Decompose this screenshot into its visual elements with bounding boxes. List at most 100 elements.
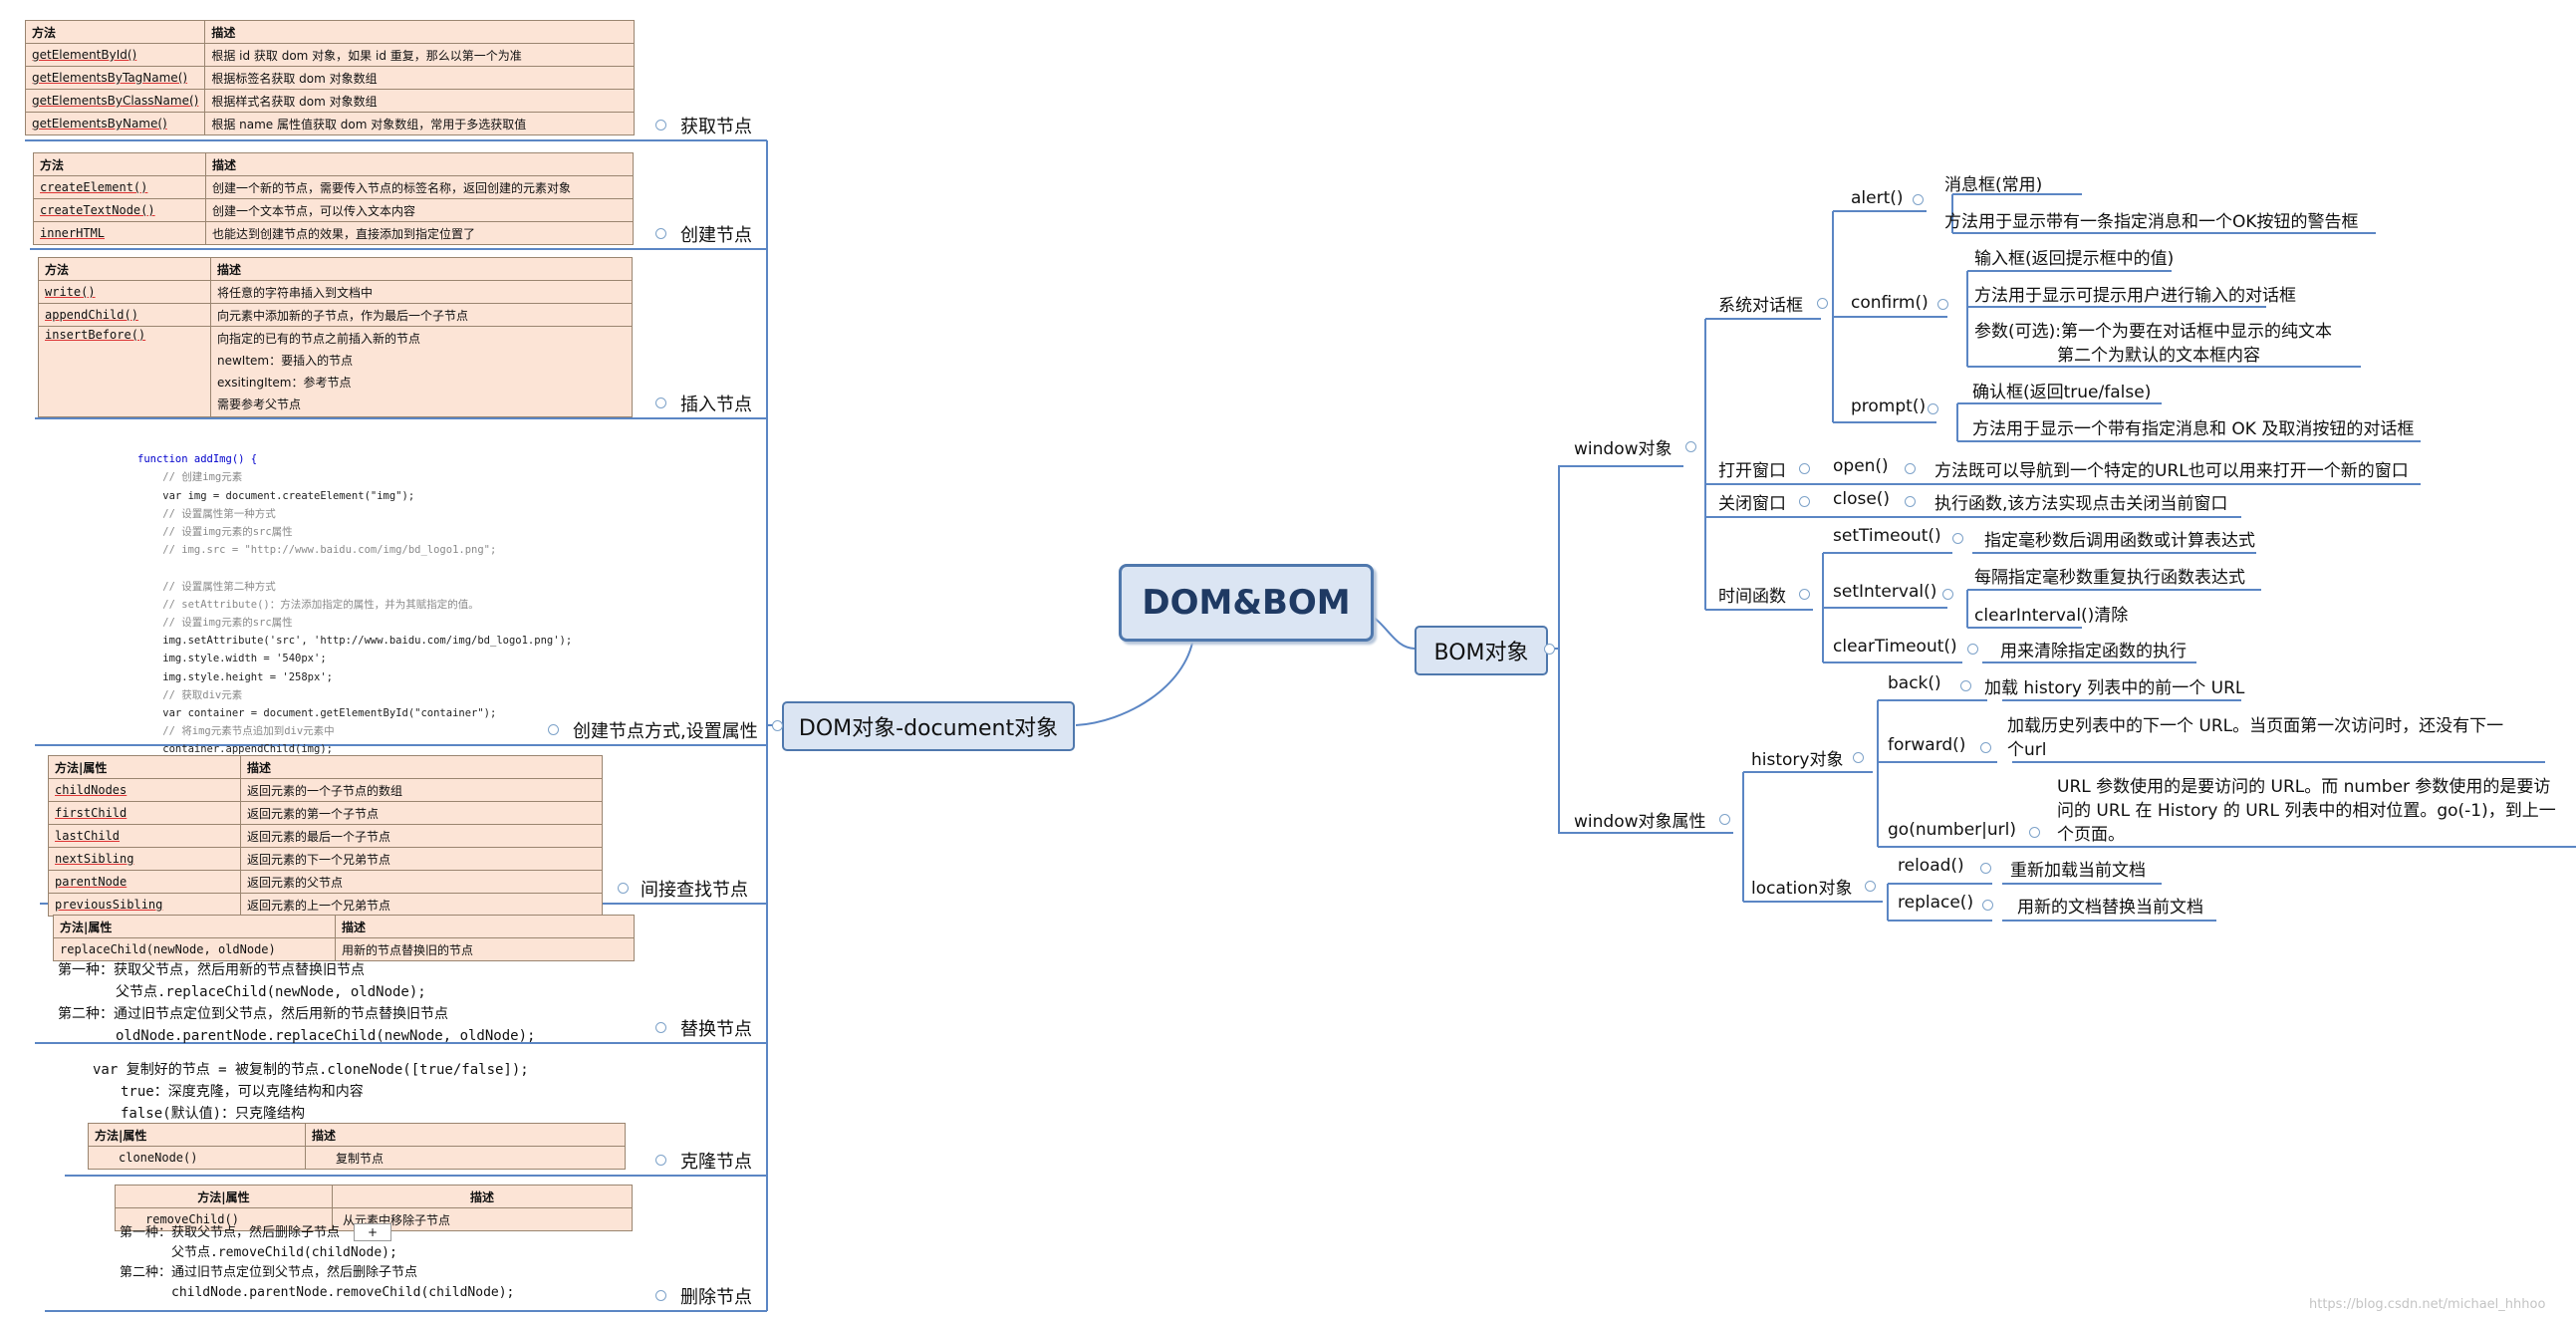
section-insert-nodes[interactable]: 插入节点 — [680, 395, 752, 415]
open-window-node[interactable]: 打开窗口 — [1718, 461, 1786, 481]
section-create-nodes[interactable]: 创建节点 — [680, 225, 752, 246]
collapse-toggle[interactable] — [1982, 900, 1993, 911]
collapse-toggle[interactable] — [655, 1022, 666, 1033]
collapse-toggle[interactable] — [1960, 680, 1971, 691]
collapse-toggle[interactable] — [2029, 827, 2040, 838]
add-button[interactable]: + — [354, 1223, 391, 1241]
close-window-node[interactable]: 关闭窗口 — [1718, 494, 1786, 514]
method-cell: getElementsByClassName() — [24, 89, 206, 113]
cleartimeout-node[interactable]: clearTimeout() — [1833, 637, 1957, 657]
section-create-set-attr[interactable]: 创建节点方式,设置属性 — [573, 721, 758, 742]
table-header: 方法|属性 — [48, 755, 241, 779]
window-object-node[interactable]: window对象 — [1574, 439, 1673, 459]
prompt-node[interactable]: prompt() — [1851, 396, 1927, 416]
note-line: 第二种：通过旧节点定位到父节点，然后删除子节点 — [120, 1265, 418, 1280]
collapse-toggle[interactable] — [1942, 589, 1953, 600]
cleartimeout-detail: 用来清除指定函数的执行 — [2000, 642, 2187, 661]
code-line: img.style.width = '540px'; — [137, 653, 327, 665]
method-cell: insertBefore() — [38, 326, 211, 417]
confirm-node[interactable]: confirm() — [1851, 293, 1929, 313]
bom-branch-node[interactable]: BOM对象 — [1415, 626, 1548, 675]
close-node[interactable]: close() — [1833, 489, 1891, 509]
close-detail: 执行函数,该方法实现点击关闭当前窗口 — [1934, 494, 2228, 514]
table-header: 描述 — [210, 257, 633, 281]
replace-node[interactable]: replace() — [1898, 893, 1974, 913]
collapse-toggle[interactable] — [1952, 533, 1963, 544]
code-line: // img.src = "http://www.baidu.com/img/b… — [137, 544, 497, 557]
section-replace-nodes[interactable]: 替换节点 — [680, 1019, 752, 1040]
collapse-toggle[interactable] — [1853, 752, 1864, 763]
collapse-toggle[interactable] — [772, 720, 783, 731]
collapse-toggle[interactable] — [1544, 644, 1555, 655]
collapse-toggle[interactable] — [655, 1155, 666, 1166]
collapse-toggle[interactable] — [1980, 863, 1991, 874]
back-node[interactable]: back() — [1888, 673, 1941, 693]
clone-notes: var 复制好的节点 = 被复制的节点.cloneNode([true/fals… — [93, 1059, 529, 1125]
collapse-toggle[interactable] — [655, 228, 666, 239]
collapse-toggle[interactable] — [1799, 589, 1810, 600]
collapse-toggle[interactable] — [1980, 742, 1991, 753]
location-node[interactable]: location对象 — [1751, 879, 1853, 899]
window-props-node[interactable]: window对象属性 — [1574, 812, 1706, 832]
prompt-detail: 方法用于显示一个带有指定消息和 OK 及取消按钮的对话框 — [1972, 419, 2415, 439]
collapse-toggle[interactable] — [1905, 496, 1916, 507]
section-get-nodes[interactable]: 获取节点 — [680, 117, 752, 137]
description-line: exsitingItem：参考节点 — [217, 376, 352, 390]
collapse-toggle[interactable] — [1928, 403, 1938, 414]
collapse-toggle[interactable] — [548, 724, 559, 735]
collapse-toggle[interactable] — [1719, 814, 1730, 825]
dom-branch-node[interactable]: DOM对象-document对象 — [782, 701, 1075, 751]
collapse-toggle[interactable] — [655, 120, 666, 131]
time-function-node[interactable]: 时间函数 — [1718, 587, 1786, 607]
collapse-toggle[interactable] — [1865, 881, 1876, 892]
code-line: // 将img元素节点追加到div元素中 — [137, 725, 335, 738]
reload-node[interactable]: reload() — [1898, 856, 1964, 876]
method-cell: innerHTML — [33, 221, 206, 245]
open-detail: 方法既可以导航到一个特定的URL也可以用来打开一个新的窗口 — [1934, 461, 2409, 481]
alert-node[interactable]: alert() — [1851, 188, 1904, 208]
collapse-toggle[interactable] — [1905, 463, 1916, 474]
watermark: https://blog.csdn.net/michael_hhhoo — [2309, 1297, 2546, 1312]
collapse-toggle[interactable] — [1685, 441, 1696, 452]
collapse-toggle[interactable] — [1817, 298, 1828, 309]
collapse-toggle[interactable] — [1799, 496, 1810, 507]
table-header: 描述 — [335, 915, 635, 938]
setinterval-node[interactable]: setInterval() — [1833, 582, 1937, 602]
description-cell: 根据 id 获取 dom 对象，如果 id 重复，那么以第一个为准 — [204, 43, 635, 67]
method-cell: firstChild — [48, 801, 241, 825]
collapse-toggle[interactable] — [1913, 194, 1924, 205]
settimeout-node[interactable]: setTimeout() — [1833, 526, 1941, 546]
setinterval-detail: clearInterval()清除 — [1974, 606, 2129, 626]
root-node[interactable]: DOM&BOM — [1119, 564, 1374, 642]
confirm-detail: 参数(可选):第一个为要在对话框中显示的纯文本 — [1974, 322, 2332, 342]
system-dialog-node[interactable]: 系统对话框 — [1718, 296, 1803, 316]
collapse-toggle[interactable] — [1937, 299, 1948, 310]
section-delete-nodes[interactable]: 删除节点 — [680, 1287, 752, 1308]
table-row: innerHTML 也能达到创建节点的效果，直接添加到指定位置了 — [33, 221, 634, 245]
forward-node[interactable]: forward() — [1888, 735, 1966, 755]
go-node[interactable]: go(number|url) — [1888, 820, 2017, 840]
note-line: 父节点.removeChild(childNode); — [171, 1245, 397, 1260]
table-header: 方法|属性 — [115, 1185, 333, 1208]
collapse-toggle[interactable] — [655, 397, 666, 408]
table-header: 方法|属性 — [53, 915, 336, 938]
method-cell: appendChild() — [38, 303, 211, 327]
code-snippet: function addImg() { // 创建img元素 var img =… — [137, 432, 572, 795]
section-indirect-find[interactable]: 间接查找节点 — [641, 880, 748, 901]
history-node[interactable]: history对象 — [1751, 750, 1844, 770]
replace-nodes-table: 方法|属性 描述 replaceChild(newNode, oldNode)用… — [53, 915, 635, 961]
open-node[interactable]: open() — [1833, 456, 1889, 476]
table-row: getElementById() 根据 id 获取 dom 对象，如果 id 重… — [24, 43, 635, 67]
method-cell: removeChild() — [115, 1207, 333, 1231]
back-detail: 加载 history 列表中的前一个 URL — [1984, 678, 2245, 698]
table-header-row: 方法|属性 描述 — [48, 755, 603, 779]
collapse-toggle[interactable] — [618, 883, 629, 894]
collapse-toggle[interactable] — [1799, 463, 1810, 474]
collapse-toggle[interactable] — [1967, 644, 1978, 655]
collapse-toggle[interactable] — [655, 1290, 666, 1301]
section-clone-nodes[interactable]: 克隆节点 — [680, 1152, 752, 1173]
table-header: 方法 — [38, 257, 211, 281]
